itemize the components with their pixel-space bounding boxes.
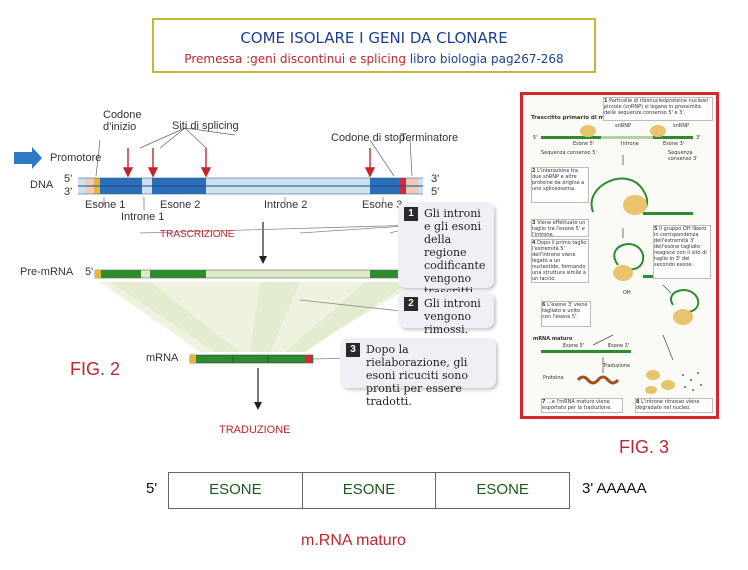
f3-step-7: 7 ...e l'mRNA maturo viene esportato per…	[541, 398, 623, 413]
label-introne2: Introne 2	[264, 199, 308, 211]
f3-label-mrna-maturo: mRNA maturo	[533, 336, 573, 342]
label-traduzione: TRADUZIONE	[219, 424, 291, 436]
spliceosome-icon	[673, 309, 693, 325]
callout-text: Gli introni e gli esoni della regione co…	[424, 207, 486, 298]
splicing-fan-right	[285, 282, 410, 352]
label-trascrizione: TRASCRIZIONE	[160, 229, 235, 240]
step-number: 1	[404, 207, 418, 221]
label-codone-stop: Codone di stop	[331, 132, 405, 144]
f3-step-6: 6 L'esone 3' viene tagliato e unito con …	[541, 301, 591, 327]
protein-icon	[576, 375, 620, 385]
fig2-mrna-strand	[189, 354, 314, 364]
mrna-3prime-poly-a: 3' AAAAA	[582, 480, 647, 497]
step-number: 2	[404, 297, 418, 311]
dna-3prime-left: 3'	[64, 186, 73, 198]
f3-step-8: 8 L'introne rimosso viene degradato nel …	[635, 398, 713, 413]
f3-label-esone3: Esone 3'	[663, 141, 685, 147]
f3-label-esone5b: Esone 5'	[563, 343, 585, 349]
f3-step-2: 2 L'interazione tra due snRNP e altre pr…	[531, 167, 589, 203]
label-mrna: mRNA	[146, 352, 179, 364]
dna-strand	[78, 177, 423, 195]
fig3-label: FIG. 3	[619, 437, 670, 457]
degraded-intron-icon	[682, 372, 702, 391]
f3-label-3prime: 3'	[696, 135, 701, 141]
callout-step-3: 3 Dopo la rielaborazione, gli esoni ricu…	[340, 338, 496, 408]
label-promotore: Promotore	[50, 152, 102, 164]
f3-intron	[601, 136, 653, 139]
label-esone3: Esone 3	[362, 199, 403, 211]
mrna-exon: ESONE	[302, 473, 437, 508]
dna-5prime-right: 5'	[431, 186, 440, 198]
splicing-fan-mid	[250, 282, 300, 352]
subtitle-reference: libro biologia pag267-268	[405, 52, 564, 66]
callout-text: Gli introni vengono rimossi.	[424, 297, 481, 336]
splicing-site-arrows	[122, 148, 376, 178]
f3-loop-3	[670, 289, 700, 313]
f3-label-snrnp-2: snRNP	[673, 123, 690, 129]
label-siti-splicing: Siti di splicing	[172, 120, 239, 132]
premrna-5prime: 5'	[85, 266, 94, 278]
f3-step-5: 5 Il gruppo OH libero in corrispondenza …	[653, 225, 711, 279]
degraded-snrnp-icon	[645, 370, 675, 394]
f3-label-proteina: Proteina	[543, 375, 564, 381]
f3-exon5	[541, 136, 601, 139]
mature-mrna-bar: ESONE ESONE ESONE	[168, 472, 570, 509]
f3-label-traduzione: Traduzione	[603, 363, 631, 369]
fig3-graphics	[541, 125, 702, 394]
callout-step-2: 2 Gli introni vengono rimossi.	[398, 292, 494, 336]
f3-loop-2	[613, 243, 645, 271]
f3-step-4: 4 Dopo il primo taglio l'estremità 5' de…	[531, 239, 589, 283]
dna-3prime-right: 3'	[431, 173, 440, 185]
snrnp-icon	[650, 125, 666, 137]
subtitle-highlight: Premessa :geni discontinui e splicing	[184, 52, 406, 66]
f3-exon3	[653, 136, 693, 139]
title-box: COME ISOLARE I GENI DA CLONARE Premessa …	[152, 18, 596, 73]
snrnp-icon	[580, 125, 596, 137]
callout-step-1: 1 Gli introni e gli esoni della regione …	[398, 202, 494, 298]
f3-label-snrnp-1: snRNP	[615, 123, 632, 129]
step-number: 3	[346, 343, 360, 357]
exon-label: ESONE	[209, 481, 262, 498]
spliceosome-icon	[623, 195, 647, 215]
callout-text: Dopo la rielaborazione, gli esoni ricuci…	[366, 343, 468, 408]
f3-label-esone3b: Esone 3'	[608, 343, 630, 349]
f3-label-esone5: Esone 5'	[573, 141, 595, 147]
mature-mrna-caption: m.RNA maturo	[301, 532, 406, 549]
f3-mature-mrna	[541, 350, 611, 353]
fig3-panel: Trascritto primario di mRNA snRNP snRNP …	[520, 92, 719, 419]
label-esone1: Esone 1	[85, 199, 126, 211]
promoter-arrow-icon	[14, 147, 42, 169]
dna-5prime-left: 5'	[64, 173, 73, 185]
exon-label: ESONE	[476, 481, 529, 498]
exon-label: ESONE	[342, 481, 396, 498]
mrna-exon: ESONE	[169, 473, 303, 508]
mrna-exon: ESONE	[436, 473, 570, 508]
label-terminatore: Terminatore	[400, 132, 459, 144]
mrna-5prime-end: 5'	[146, 480, 158, 497]
page-subtitle: Premessa :geni discontinui e splicing li…	[154, 52, 594, 66]
label-premrna: Pre-mRNA	[20, 266, 74, 278]
page-title: COME ISOLARE I GENI DA CLONARE	[240, 29, 508, 47]
f3-label-seq5: Sequenza consenso 5'	[541, 150, 597, 156]
label-esone2: Esone 2	[160, 199, 201, 211]
spliceosome-icon	[613, 265, 633, 281]
f3-step-1: 1 Particelle di ribonucleoproteine nucle…	[603, 97, 713, 121]
splicing-fan-left	[110, 282, 240, 352]
f3-step-3: 3 Viene effettuato un taglio tra l'esone…	[531, 219, 589, 238]
label-introne1: Introne 1	[121, 211, 165, 223]
f3-label-oh: OH	[623, 290, 631, 296]
f3-header: Trascritto primario di mRNA	[531, 115, 618, 121]
label-dna: DNA	[30, 179, 54, 191]
fig2-label: FIG. 2	[70, 359, 121, 379]
f3-label-5prime: 5'	[533, 135, 538, 141]
f3-label-introne: Introne	[621, 141, 639, 147]
f3-label-seq3: Sequenza consenso 3'	[668, 150, 698, 162]
premrna-strand	[94, 269, 408, 279]
